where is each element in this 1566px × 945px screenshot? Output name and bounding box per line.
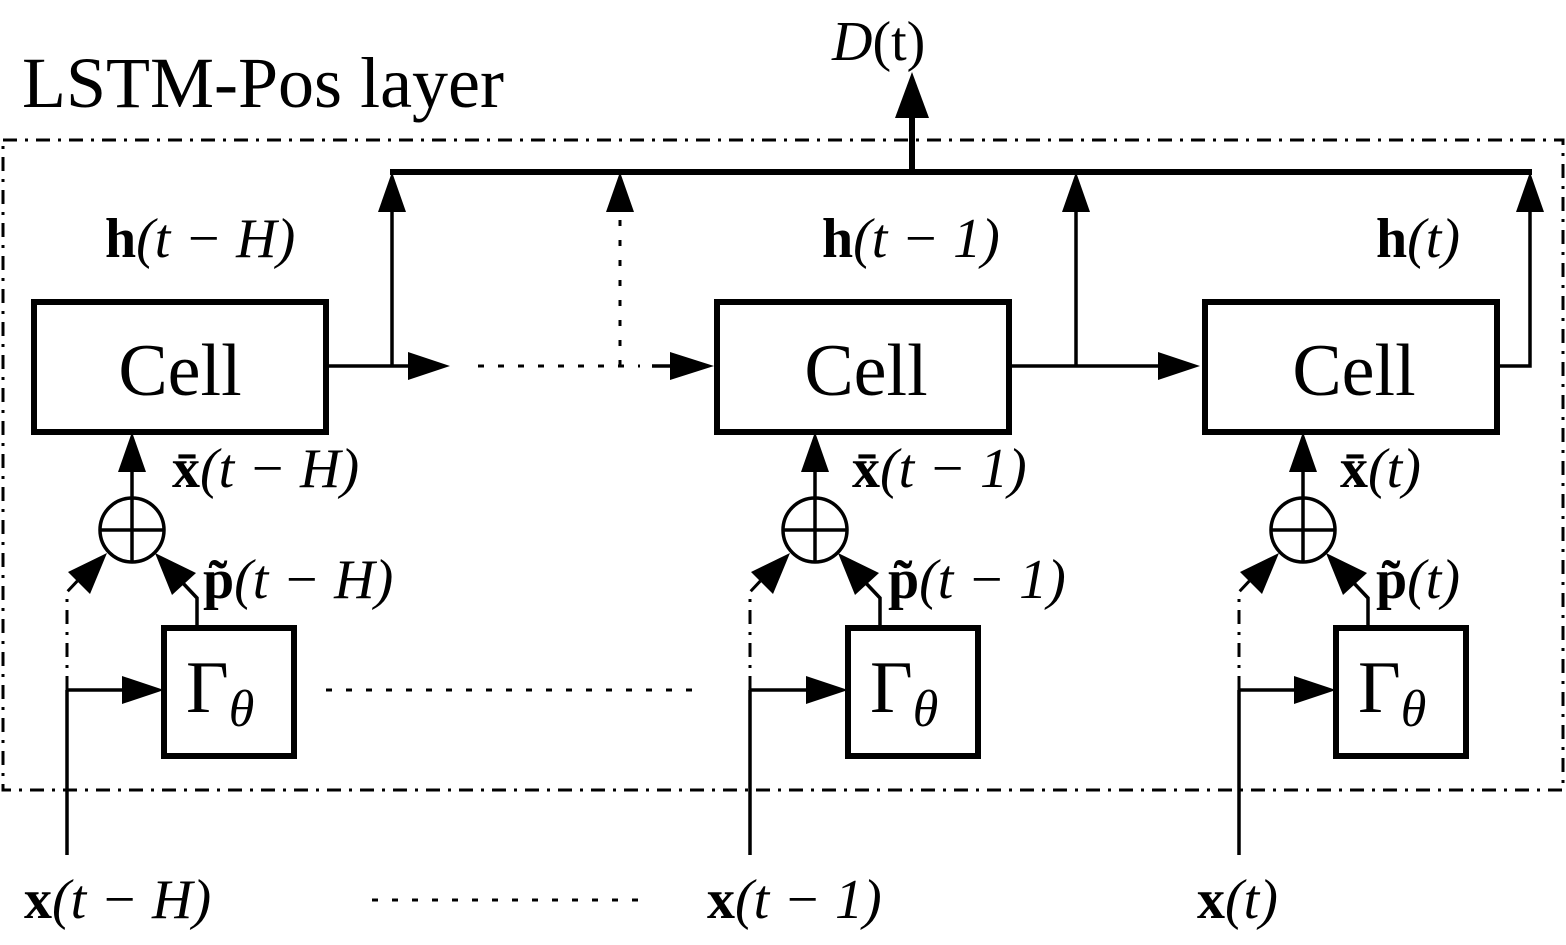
recurrent-arrow-icon-2 [1158, 352, 1200, 380]
cell-box-3 [1202, 299, 1500, 435]
hidden-line-3 [1497, 210, 1532, 368]
layer-title: LSTM-Pos layer [22, 43, 504, 123]
xbar-label-2: x̄(t − 1) [852, 438, 1027, 500]
cell-label-1: Cell [118, 330, 241, 412]
cell-label-2: Cell [804, 330, 927, 412]
xbar-arrow-icon-3 [1289, 432, 1317, 472]
ptilde-label-2: p̃(t − 1) [888, 549, 1066, 611]
ptilde-label-1: p̃(t − H) [203, 549, 393, 611]
input-arrow-icon-2 [806, 676, 848, 704]
circle-plus-icon-3 [1269, 496, 1337, 564]
input-arrow-icon-1 [122, 676, 164, 704]
ptilde-line-3 [1349, 578, 1370, 628]
gamma-box-3 [1333, 625, 1469, 759]
output-label: D(t) [831, 11, 925, 73]
ptilde-line-1 [178, 578, 199, 628]
skip-arrow-icon-2 [751, 553, 790, 594]
gamma-box-1 [161, 625, 297, 759]
input-label-1: x(t − H) [24, 869, 211, 931]
input-arrow-icon-3 [1294, 676, 1336, 704]
recurrent-arrow-icon-1 [408, 352, 450, 380]
hidden-label-2: h(t − 1) [822, 208, 1000, 270]
xbar-label-1: x̄(t − H) [172, 438, 359, 500]
cell-box-2 [714, 299, 1012, 435]
gamma-label-1: Γθ [186, 647, 254, 738]
ptilde-arrow-icon-3 [1326, 553, 1367, 595]
ptilde-label-3: p̃(t) [1376, 549, 1460, 611]
xbar-arrow-icon-2 [801, 432, 829, 472]
input-label-3: x(t) [1197, 869, 1278, 931]
hidden-arrow-icon-1 [378, 172, 406, 212]
gamma-label-3: Γθ [1358, 647, 1426, 738]
skip-line-1 [65, 574, 84, 690]
xbar-label-3: x̄(t) [1340, 438, 1421, 500]
circle-plus-icon-1 [98, 496, 166, 564]
hidden-arrow-icon-mid [606, 172, 634, 212]
hidden-arrow-icon-3 [1516, 172, 1544, 212]
output-label-arg: (t) [872, 11, 925, 73]
skip-line-2 [748, 574, 767, 690]
gamma-box-2 [845, 625, 981, 759]
ptilde-line-2 [861, 578, 882, 628]
layer-background [1, 138, 1565, 792]
ptilde-arrow-icon-1 [155, 553, 196, 595]
skip-line-3 [1237, 574, 1256, 690]
output-label-main: D [831, 11, 872, 73]
output-arrow-icon [895, 72, 929, 118]
ptilde-arrow-icon-2 [838, 553, 879, 595]
input-label-2: x(t − 1) [707, 869, 882, 931]
cell-label-3: Cell [1292, 330, 1415, 412]
skip-arrow-icon-3 [1240, 553, 1279, 594]
xbar-arrow-icon-1 [118, 432, 146, 472]
gamma-label-2: Γθ [870, 647, 938, 738]
circle-plus-icon-2 [781, 496, 849, 564]
recurrent-arrow-icon-1b [670, 352, 714, 380]
hidden-arrow-icon-2 [1062, 172, 1090, 212]
hidden-label-3: h(t) [1376, 208, 1460, 270]
skip-arrow-icon-1 [68, 553, 107, 594]
hidden-label-1: h(t − H) [105, 208, 295, 270]
